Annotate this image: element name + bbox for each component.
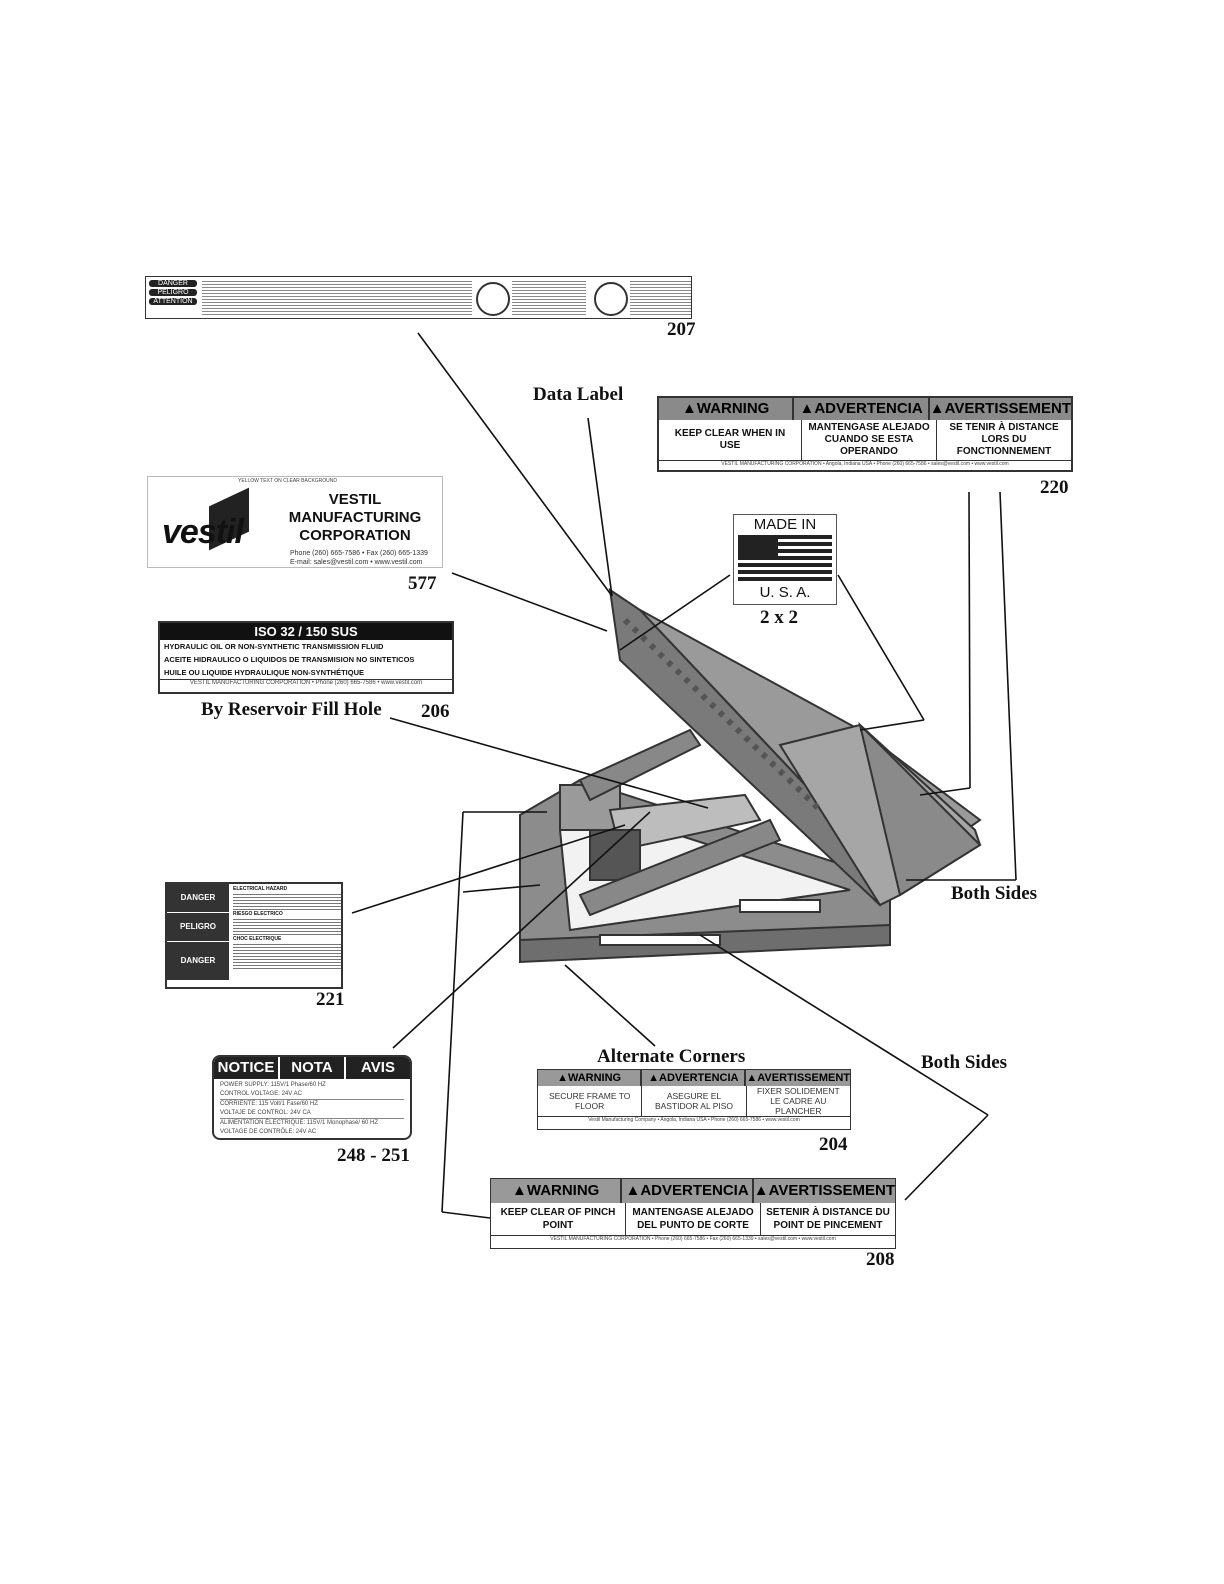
hazard-head-es: RIESGO ELECTRICO xyxy=(233,911,283,917)
label-207-fine-print xyxy=(512,279,586,317)
header-warning: ▲WARNING xyxy=(491,1179,623,1203)
company-phone: Phone (260) 665-7586 • Fax (260) 665-133… xyxy=(290,550,428,557)
alternate-corners-caption: Alternate Corners xyxy=(597,1046,746,1067)
tag-danger: DANGER xyxy=(167,884,229,913)
notice-line-2: CONTROL VOLTAGE: 24V AC xyxy=(220,1090,404,1100)
text-spanish: MANTENGASE ALEJADO CUANDO SE ESTA OPERAN… xyxy=(802,420,937,460)
label-220-number: 220 xyxy=(1040,477,1069,498)
company-name: VESTIL MANUFACTURING CORPORATION xyxy=(288,491,422,544)
header-warning: ▲WARNING xyxy=(659,398,795,420)
text-english: KEEP CLEAR WHEN IN USE xyxy=(659,420,802,460)
header-avis: AVIS xyxy=(361,1059,395,1076)
tag-peligro: PELIGRO xyxy=(167,913,229,942)
label-208-number: 208 xyxy=(866,1249,895,1270)
header-notice: NOTICE xyxy=(214,1057,280,1079)
text-spanish: ASEGURE EL BASTIDOR AL PISO xyxy=(642,1086,747,1116)
made-in-size: 2 x 2 xyxy=(760,607,798,628)
label-206-footer: VESTIL MANUFACTURING CORPORATION • Phone… xyxy=(160,679,452,686)
label-204: ▲WARNING ▲ADVERTENCIA ▲AVERTISSEMENT SEC… xyxy=(537,1069,851,1130)
label-208-footer: VESTIL MANUFACTURING CORPORATION • Phone… xyxy=(491,1235,895,1242)
both-sides-caption-1: Both Sides xyxy=(951,883,1038,904)
hazard-head-fr: CHOC ELECTRIQUE xyxy=(233,936,282,942)
label-220-footer: VESTIL MANUFACTURING CORPORATION • Angol… xyxy=(659,460,1071,467)
label-248-number: 248 - 251 xyxy=(337,1145,410,1166)
notice-line-1: POWER SUPPLY: 115V/1 Phase/60 HZ xyxy=(220,1082,326,1088)
notice-line-5: ALIMENTATION ÉLECTRIQUE: 115V/1 Monophas… xyxy=(220,1120,379,1126)
both-sides-caption-2: Both Sides xyxy=(921,1052,1008,1073)
label-208: ▲WARNING ▲ADVERTENCIA ▲AVERTISSEMENT KEE… xyxy=(490,1178,896,1249)
label-206-line-1: HYDRAULIC OIL OR NON-SYNTHETIC TRANSMISS… xyxy=(164,642,384,651)
company-email: E-mail: sales@vestil.com • www.vestil.co… xyxy=(290,559,423,566)
notice-line-3: CORRIENTE: 115 Volt/1 Fase/60 HZ xyxy=(220,1101,318,1107)
label-206-title: ISO 32 / 150 SUS xyxy=(160,623,452,640)
data-label-caption: Data Label xyxy=(533,384,624,405)
header-avertissement: ▲AVERTISSEMENT xyxy=(746,1072,850,1084)
label-248-251: NOTICE NOTA AVIS POWER SUPPLY: 115V/1 Ph… xyxy=(212,1055,412,1140)
text-french: SE TENIR À DISTANCE LORS DU FONCTIONNEME… xyxy=(949,422,1059,457)
notice-line-6: VOLTAGE DE CONTRÔLE: 24V AC xyxy=(220,1129,317,1135)
label-577-number: 577 xyxy=(408,573,437,594)
label-207: DANGER PELIGRO ATTENTION xyxy=(145,276,692,319)
label-206-line-2: ACEITE HIDRAULICO O LIQUIDOS DE TRANSMIS… xyxy=(164,655,415,664)
logo-text: vestil xyxy=(162,513,244,551)
label-221-number: 221 xyxy=(316,989,345,1010)
text-french: SETENIR À DISTANCE DU POINT DE PINCEMENT xyxy=(766,1207,890,1231)
tag-danger: DANGER xyxy=(149,280,197,287)
label-577-top-note: YELLOW TEXT ON CLEAR BACKGROUND xyxy=(238,478,338,484)
vestil-logo: vestil xyxy=(154,487,274,563)
notice-line-4: VOLTAJE DE CONTROL: 24V CA xyxy=(220,1109,404,1119)
made-in-text: MADE IN xyxy=(753,516,817,533)
usa-flag-icon xyxy=(738,535,832,583)
label-204-footer: Vestil Manufacturing Company • Angola, I… xyxy=(538,1116,850,1123)
tag-danger-fr: DANGER xyxy=(180,956,216,965)
label-207-number: 207 xyxy=(667,319,696,340)
header-advertencia: ▲ADVERTENCIA xyxy=(642,1070,747,1086)
reservoir-caption: By Reservoir Fill Hole xyxy=(201,699,382,720)
header-advertencia: ▲ADVERTENCIA xyxy=(794,398,930,420)
header-nota: NOTA xyxy=(280,1057,346,1079)
prohibition-icon xyxy=(476,282,510,316)
tag-peligro: PELIGRO xyxy=(149,289,197,296)
label-221: DANGER PELIGRO DANGER ELECTRICAL HAZARD … xyxy=(165,882,343,989)
label-207-fine-print xyxy=(630,279,691,317)
label-577: YELLOW TEXT ON CLEAR BACKGROUND vestil V… xyxy=(147,476,443,568)
text-english: KEEP CLEAR OF PINCH POINT xyxy=(491,1203,626,1235)
made-in-usa-label: MADE IN U. S. A. xyxy=(733,514,837,605)
header-avertissement: ▲AVERTISSEMENT xyxy=(753,1182,896,1199)
label-204-number: 204 xyxy=(819,1134,848,1155)
label-206-line-3: HUILE OU LIQUIDE HYDRAULIQUE NON-SYNTHÉT… xyxy=(164,668,365,677)
text-spanish: MANTENGASE ALEJADO DEL PUNTO DE CORTE xyxy=(626,1203,761,1235)
tag-attention: ATTENTION xyxy=(149,298,197,305)
text-english: SECURE FRAME TO FLOOR xyxy=(538,1086,643,1116)
label-206-number: 206 xyxy=(421,701,450,722)
header-advertencia: ▲ADVERTENCIA xyxy=(622,1179,754,1203)
header-warning: ▲WARNING xyxy=(538,1070,643,1086)
header-avertissement: ▲AVERTISSEMENT xyxy=(929,400,1072,417)
label-207-fine-print xyxy=(202,279,472,317)
label-220: ▲WARNING ▲ADVERTENCIA ▲AVERTISSEMENT KEE… xyxy=(657,396,1073,472)
tilt-table-machine xyxy=(519,587,982,964)
prohibition-icon xyxy=(594,282,628,316)
leader-lines xyxy=(351,332,1017,1219)
label-206: ISO 32 / 150 SUS HYDRAULIC OIL OR NON-SY… xyxy=(158,621,454,694)
usa-text: U. S. A. xyxy=(759,584,811,601)
text-french: FIXER SOLIDEMENT LE CADRE AU PLANCHER xyxy=(756,1086,840,1116)
hazard-head-en: ELECTRICAL HAZARD xyxy=(233,886,288,892)
